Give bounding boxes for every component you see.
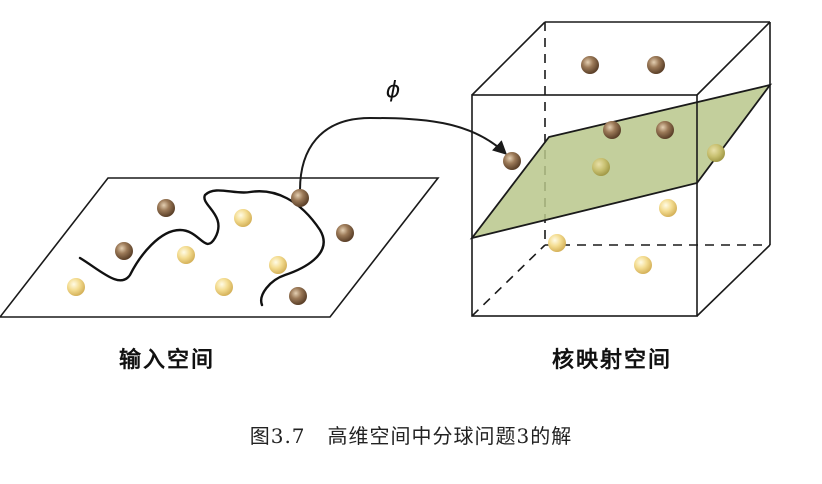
input-space-balls [67, 199, 354, 305]
light-ball [177, 246, 195, 264]
figure-title: 高维空间中分球问题3的解 [327, 424, 573, 448]
kernel-space-label: 核映射空间 [552, 347, 672, 373]
input-space-label: 输入空间 [119, 347, 215, 373]
light-ball [634, 256, 652, 274]
light-ball [269, 256, 287, 274]
mapped-source-ball [291, 189, 309, 207]
dark-ball [656, 121, 674, 139]
mid-ball [592, 158, 610, 176]
dark-ball [115, 242, 133, 260]
dark-ball [647, 56, 665, 74]
dark-ball [503, 152, 521, 170]
mapping-arrow [299, 116, 508, 191]
mid-ball [707, 144, 725, 162]
light-ball [234, 209, 252, 227]
dark-ball [581, 56, 599, 74]
input-space-plane [0, 177, 440, 318]
figure-number: 图3.7 [249, 424, 306, 448]
dark-ball [603, 121, 621, 139]
light-ball [659, 199, 677, 217]
mapping-symbol: ϕ [386, 78, 401, 103]
figure-caption: 图3.7 高维空间中分球问题3的解 [0, 420, 822, 449]
light-ball [548, 234, 566, 252]
dark-ball [157, 199, 175, 217]
light-ball [215, 278, 233, 296]
dark-ball [336, 224, 354, 242]
dark-ball [289, 287, 307, 305]
kernel-space-cube [469, 21, 773, 317]
light-ball [67, 278, 85, 296]
nonlinear-boundary-curve [78, 189, 325, 307]
